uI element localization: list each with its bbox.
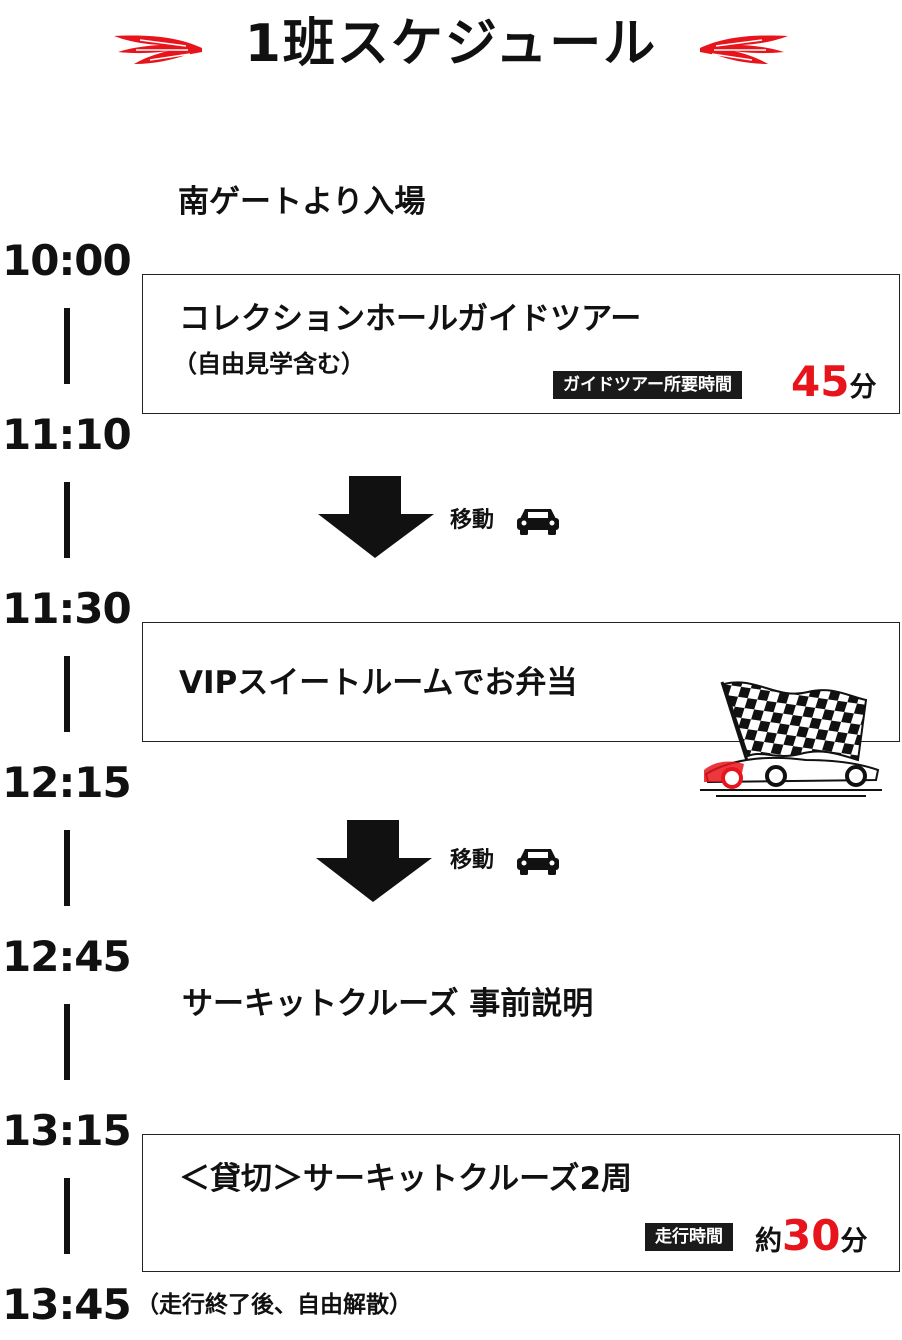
down-arrow-icon xyxy=(318,476,434,558)
move-label: 移動 xyxy=(450,508,495,533)
cruise-duration-unit: 分 xyxy=(840,1226,868,1257)
tour-duration-tag: ガイドツアー所要時間 xyxy=(553,371,742,399)
lunch-title: VIPスイートルームでお弁当 xyxy=(179,665,578,701)
time-label: 10:00 xyxy=(2,236,132,285)
page-title: 1班スケジュール xyxy=(244,14,658,74)
time-label: 13:15 xyxy=(2,1106,132,1155)
timeline-line xyxy=(64,656,70,732)
timeline-line xyxy=(64,482,70,558)
cruise-duration-tag: 走行時間 xyxy=(645,1223,733,1251)
timeline-line xyxy=(64,308,70,384)
car-icon xyxy=(517,509,559,535)
cruise-duration-number: 30 xyxy=(782,1211,841,1260)
car-icon xyxy=(517,849,559,875)
time-label: 12:15 xyxy=(2,758,132,807)
time-label: 12:45 xyxy=(2,932,132,981)
time-label: 13:45 xyxy=(2,1280,132,1329)
move-label: 移動 xyxy=(450,848,495,873)
entry-text: 南ゲートより入場 xyxy=(178,184,426,220)
cruise-title: ＜貸切＞サーキットクルーズ2周 xyxy=(179,1161,633,1197)
cruise-box: ＜貸切＞サーキットクルーズ2周 走行時間 約30分 xyxy=(142,1134,900,1272)
briefing-text: サーキットクルーズ 事前説明 xyxy=(182,986,594,1022)
checkered-flag-icon xyxy=(700,681,882,797)
tour-duration-unit: 分 xyxy=(849,372,877,403)
end-note: （走行終了後、自由解散） xyxy=(136,1292,412,1318)
tour-box: コレクションホールガイドツアー （自由見学含む） ガイドツアー所要時間 45分 xyxy=(142,274,900,414)
tour-subtitle: （自由見学含む） xyxy=(173,350,365,378)
tour-duration-number: 45 xyxy=(791,357,850,406)
left-wing-icon xyxy=(114,35,202,64)
right-wing-icon xyxy=(700,35,788,64)
time-label: 11:30 xyxy=(2,584,132,633)
down-arrow-icon xyxy=(316,820,432,902)
timeline-line xyxy=(64,830,70,906)
cruise-duration-prefix: 約 xyxy=(755,1226,782,1257)
tour-duration: 45分 xyxy=(791,357,876,416)
time-label: 11:10 xyxy=(2,410,132,459)
cruise-duration: 約30分 xyxy=(755,1211,867,1270)
timeline-line xyxy=(64,1004,70,1080)
timeline-line xyxy=(64,1178,70,1254)
tour-title: コレクションホールガイドツアー xyxy=(179,301,642,337)
